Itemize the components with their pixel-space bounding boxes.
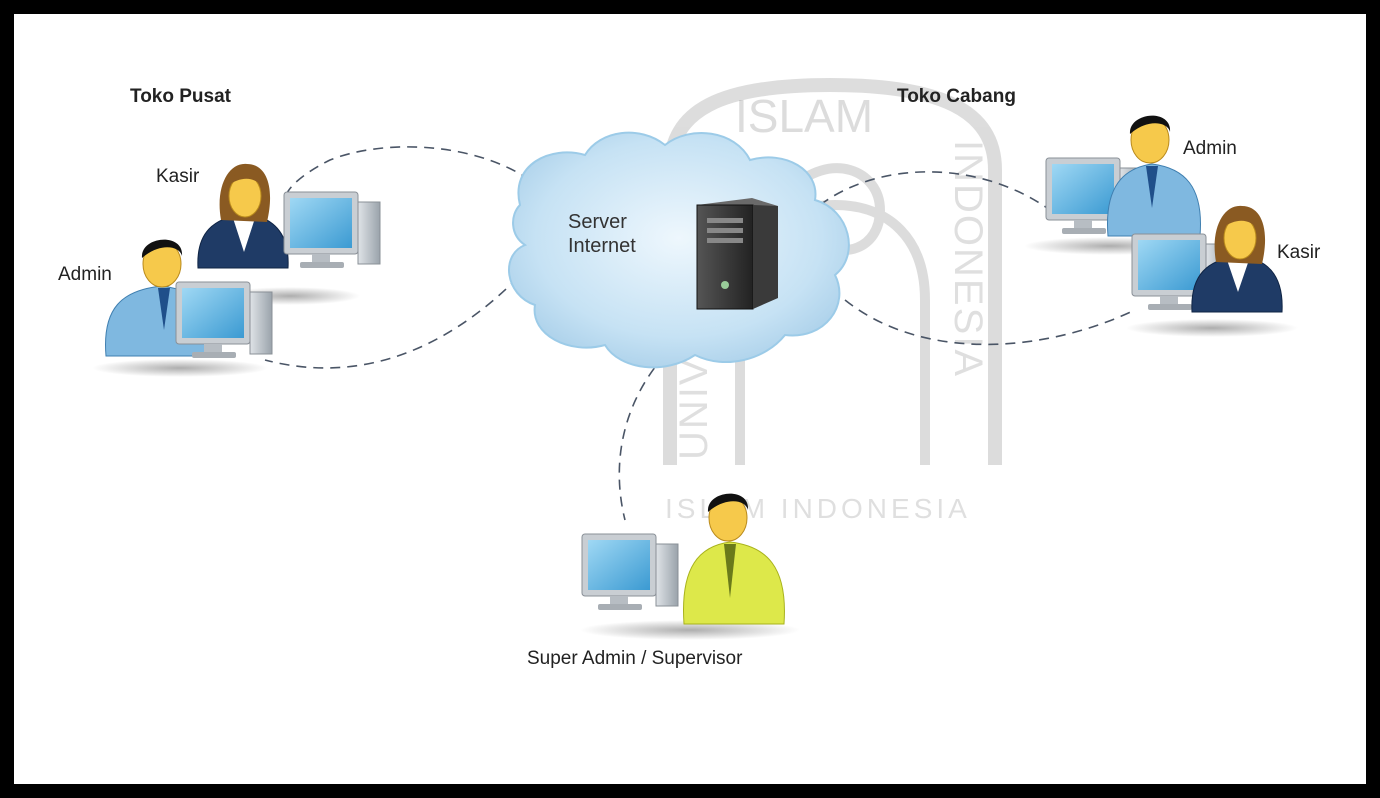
- label-pusat-admin: Admin: [58, 264, 112, 285]
- label-cabang-admin: Admin: [1183, 138, 1237, 159]
- internet-cloud: [508, 131, 850, 369]
- group-label-toko-pusat: Toko Pusat: [130, 86, 231, 107]
- label-cabang-kasir: Kasir: [1277, 242, 1321, 263]
- label-supervisor: Super Admin / Supervisor: [527, 648, 743, 669]
- diagram-canvas: ISLAM UNIVERSITAS INDONESIA ISLAM INDONE…: [14, 14, 1366, 784]
- network-diagram-svg: ISLAM UNIVERSITAS INDONESIA ISLAM INDONE…: [92, 77, 1298, 640]
- server-label-line2: Internet: [568, 235, 636, 257]
- link-cabang-kasir: [844, 299, 1136, 346]
- supervisor-user-icon: [580, 493, 800, 640]
- link-pusat-admin: [264, 264, 531, 369]
- watermark-text-top: ISLAM: [735, 90, 873, 142]
- cabang-kasir-user-icon: [1126, 205, 1298, 337]
- link-pusat-kasir: [284, 146, 531, 201]
- link-supervisor: [618, 354, 666, 521]
- server-label: Server Internet: [568, 210, 636, 258]
- link-cabang-admin: [819, 171, 1051, 211]
- watermark-text-right: INDONESIA: [946, 140, 990, 378]
- group-label-toko-cabang: Toko Cabang: [897, 86, 1016, 107]
- server-label-line1: Server: [568, 211, 627, 233]
- server-tower-icon: [696, 198, 778, 310]
- label-pusat-kasir: Kasir: [156, 166, 200, 187]
- pusat-admin-user-icon: [92, 239, 273, 377]
